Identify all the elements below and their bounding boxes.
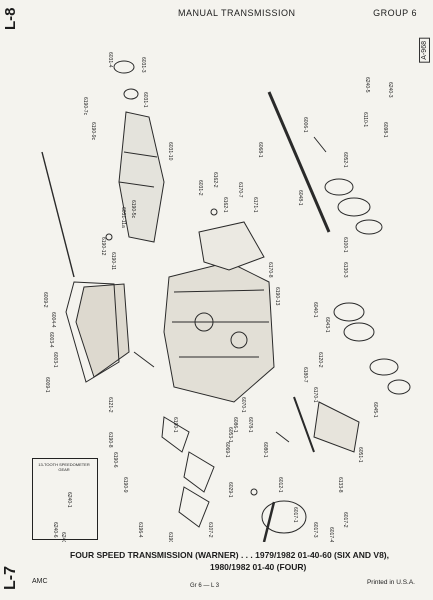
- figure-caption-line-2: 1980/1982 01-40 (FOUR): [210, 562, 307, 572]
- part-callout: 6068-1: [257, 142, 263, 158]
- bearing-retainer: [261, 500, 307, 534]
- shift-fork-2: [183, 451, 215, 493]
- footer-printed: Printed in U.S.A.: [366, 579, 415, 586]
- part-callout: 6012-1: [277, 477, 283, 493]
- input-shaft: [262, 501, 276, 542]
- part-callout: 6009-1: [44, 377, 50, 393]
- part-callout: 6190-9c: [90, 122, 96, 141]
- part-callout: 6190-7c: [82, 97, 88, 116]
- part-callout: 6017-1: [292, 507, 298, 523]
- part-callout: 6048-1: [297, 190, 303, 206]
- mainshaft: [267, 91, 331, 233]
- part-callout: 6170-7: [237, 182, 243, 198]
- shift-rod: [41, 151, 75, 278]
- part-callout: 6006-1: [302, 117, 308, 133]
- part-callout: 6100-1: [342, 237, 348, 253]
- page-header-group: GROUP 6: [373, 8, 417, 18]
- part-callout: 6070-1: [240, 397, 246, 413]
- part-callout: 6240-6: [52, 522, 58, 538]
- part-callout: 6004-4: [50, 312, 56, 328]
- footer-brand: AMC: [32, 578, 48, 585]
- part-callout: 6190-6: [112, 452, 118, 468]
- shift-fork-1: [161, 416, 190, 453]
- part-callout: 6031-3: [140, 57, 146, 73]
- part-callout: 6170-1: [312, 387, 318, 403]
- part-callout: 6171-1: [252, 197, 258, 213]
- part-callout: 6080-1: [262, 442, 268, 458]
- part-callout: 6029-1: [227, 482, 233, 498]
- part-callout: 6190-1: [172, 417, 178, 433]
- part-callout: 6190-13: [274, 287, 280, 306]
- inset-title: 13-TOOTH SPEEDOMETER GEAR: [38, 462, 90, 472]
- part-callout: 6133-8: [337, 477, 343, 493]
- part-callout: 6240-3: [387, 82, 393, 98]
- shift-fork-3: [178, 486, 210, 528]
- figure-caption-line-1: FOUR SPEED TRANSMISSION (WARNER) . . . 1…: [70, 550, 389, 560]
- part-callout: 6053-1: [227, 427, 233, 443]
- part-callout: 6107-2: [207, 522, 213, 538]
- inset-callout: 6240-5: [60, 532, 66, 542]
- part-callout: 6009-2: [42, 292, 48, 308]
- part-callout: 6190-4: [167, 532, 173, 542]
- part-callout: 6040-1: [312, 302, 318, 318]
- part-callout: 6003-4: [48, 332, 54, 348]
- part-callout: 6017-4: [328, 527, 334, 542]
- page-header-title: MANUAL TRANSMISSION: [178, 8, 296, 18]
- part-callout: 6110-1: [362, 112, 368, 127]
- countershaft-cluster: [313, 401, 360, 453]
- part-callout: 6017-2: [342, 512, 348, 528]
- part-callout: 6190-9: [122, 477, 128, 493]
- section-marker-bottom: L-7: [2, 566, 19, 590]
- part-callout: 6078-1: [247, 417, 253, 433]
- part-callout: 6043-1: [324, 317, 330, 333]
- part-callout: 6121-2: [107, 397, 113, 413]
- footer-page-ref: Gr 6 — L 3: [190, 583, 220, 589]
- part-callout: 6069-1: [224, 442, 230, 458]
- part-callout: 6240-5: [364, 77, 370, 93]
- part-callout: 6190-8: [107, 432, 113, 448]
- part-callout: 6098-1: [382, 122, 388, 138]
- bearing-ring: [123, 88, 139, 100]
- cover-gasket: [65, 281, 120, 383]
- part-callout: 6190-11: [110, 252, 116, 270]
- exploded-view-diagram: 6031-4 6031-3 6190-7c 6031-1 6190-9c 6031-11a…: [41, 52, 411, 542]
- speedometer-gear-inset: [32, 458, 98, 540]
- part-callout: 6086-1: [232, 417, 238, 433]
- seal-ring: [113, 60, 135, 74]
- part-callout: 6196-4: [137, 522, 143, 538]
- shift-cover: [75, 283, 130, 378]
- part-callout: 6003-1: [52, 352, 58, 368]
- adapter-plate: [198, 221, 265, 271]
- part-callout: 6031-11a: [120, 207, 126, 228]
- part-callout: 6045-1: [372, 402, 378, 418]
- part-callout: 6162-2: [212, 172, 218, 188]
- part-callout: 6190-12: [100, 237, 106, 256]
- part-callout: 6130-3: [342, 262, 348, 278]
- part-callout: 6031-1: [142, 92, 148, 108]
- part-callout: 6017-3: [312, 522, 318, 538]
- part-callout: 6180-7: [302, 367, 308, 383]
- inset-callout: 6240-1: [66, 492, 72, 508]
- part-callout: 6120-2: [317, 352, 323, 368]
- part-callout: 6162-1: [222, 197, 228, 213]
- part-callout: 6170-8: [267, 262, 273, 278]
- part-callout: 6031-4: [107, 52, 113, 68]
- part-callout: 6190-5c: [130, 200, 136, 219]
- part-callout: 6052-1: [342, 152, 348, 168]
- transmission-case: [163, 261, 275, 403]
- part-callout: 6051-1: [357, 447, 363, 463]
- mainshaft-gears: [324, 178, 411, 395]
- figure-id-box: A-968: [419, 38, 430, 63]
- part-callout: 6031-2: [197, 180, 203, 196]
- part-callout: 6031-10: [167, 142, 173, 161]
- countershaft: [293, 396, 315, 453]
